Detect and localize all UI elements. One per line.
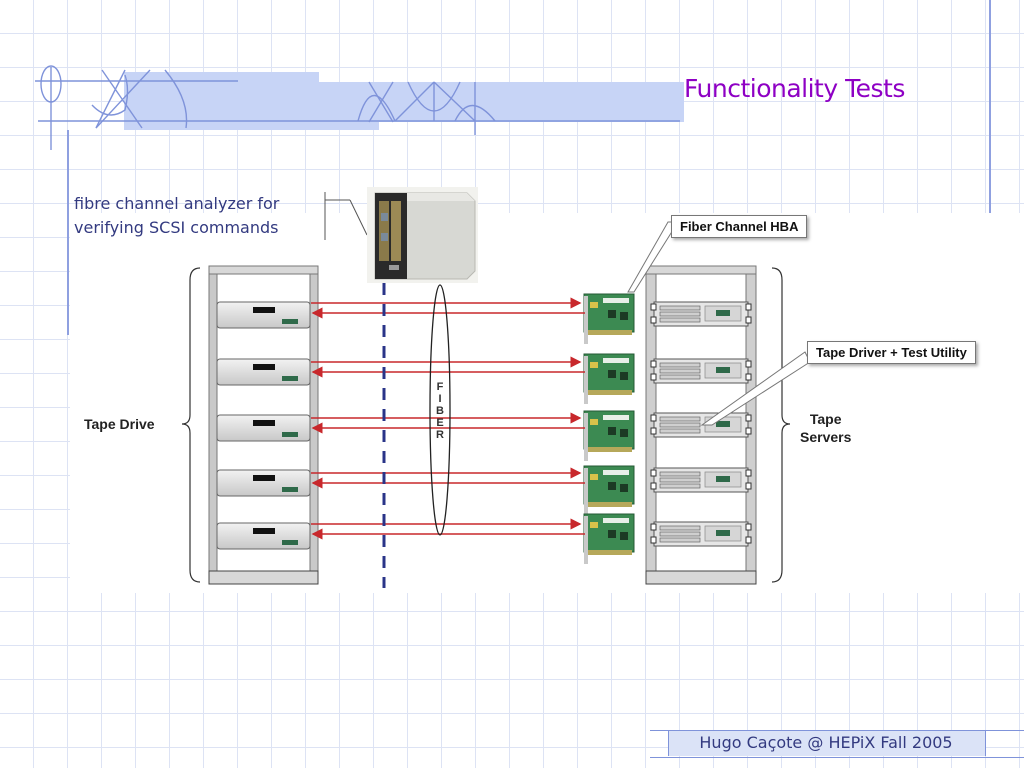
fiber-letter: F: [436, 381, 444, 393]
tape-servers-label: Tape Servers: [800, 410, 851, 446]
fiber-letter: R: [436, 429, 444, 441]
tape-server-unit: [650, 521, 752, 547]
footer-text: Hugo Caçote @ HEPiX Fall 2005: [699, 733, 953, 752]
tape-drive-port-icon: [282, 319, 298, 324]
hba-callout: Fiber Channel HBA: [671, 215, 808, 238]
server-port-icon: [716, 530, 730, 536]
right-accent-line: [989, 0, 991, 213]
server-port-icon: [716, 476, 730, 482]
header-decoration: [35, 65, 684, 150]
fiber-label: F I B E R: [435, 381, 445, 441]
tape-test-diagram: [181, 221, 811, 588]
tape-drive-port-icon: [282, 487, 298, 492]
tape-servers-label-line-2: Servers: [800, 429, 852, 445]
analyzer-caption-connector: [324, 192, 368, 240]
tape-drive-unit: [216, 414, 311, 442]
tape-drive-unit: [216, 469, 311, 497]
fiber-bundle-ellipse: [429, 284, 451, 536]
hba-card: [583, 465, 635, 516]
tape-server-unit: [650, 301, 752, 327]
tape-drive-port-icon: [282, 432, 298, 437]
fibre-channel-analyzer: [367, 187, 478, 283]
tape-server-unit: [650, 467, 752, 493]
analyzer-caption: fibre channel analyzer for verifying SCS…: [74, 192, 314, 240]
tape-server-unit: [650, 412, 752, 438]
hba-card: [583, 410, 635, 461]
hba-card: [583, 353, 635, 404]
tape-drive-port-icon: [282, 540, 298, 545]
tape-drive-unit: [216, 358, 311, 386]
slide-title: Functionality Tests: [684, 74, 905, 103]
footer-box: [668, 731, 986, 756]
server-port-icon: [716, 367, 730, 373]
server-port-icon: [716, 421, 730, 427]
tape-servers-brace: [771, 267, 791, 583]
analyzer-caption-line-1: fibre channel analyzer for: [74, 194, 280, 213]
tape-server-unit: [650, 358, 752, 384]
hba-card: [583, 293, 635, 344]
analyzer-caption-line-2: verifying SCSI commands: [74, 218, 279, 237]
tape-servers-label-line-1: Tape: [809, 411, 842, 427]
tape-drive-brace: [181, 267, 201, 583]
fibre-channel-analyzer-icon: [374, 192, 476, 280]
tape-drive-port-icon: [282, 376, 298, 381]
fiber-letter: B: [436, 405, 444, 417]
fiber-letter: E: [436, 417, 444, 429]
footer-bar: [650, 730, 1024, 758]
tape-drive-label: Tape Drive: [84, 416, 155, 432]
left-accent-line: [67, 130, 69, 335]
fiber-letter: I: [438, 393, 442, 405]
tape-drive-unit: [216, 522, 311, 550]
hba-card: [583, 513, 635, 564]
tape-drive-unit: [216, 301, 311, 329]
server-port-icon: [716, 310, 730, 316]
test-utility-callout: Tape Driver + Test Utility: [807, 341, 976, 364]
